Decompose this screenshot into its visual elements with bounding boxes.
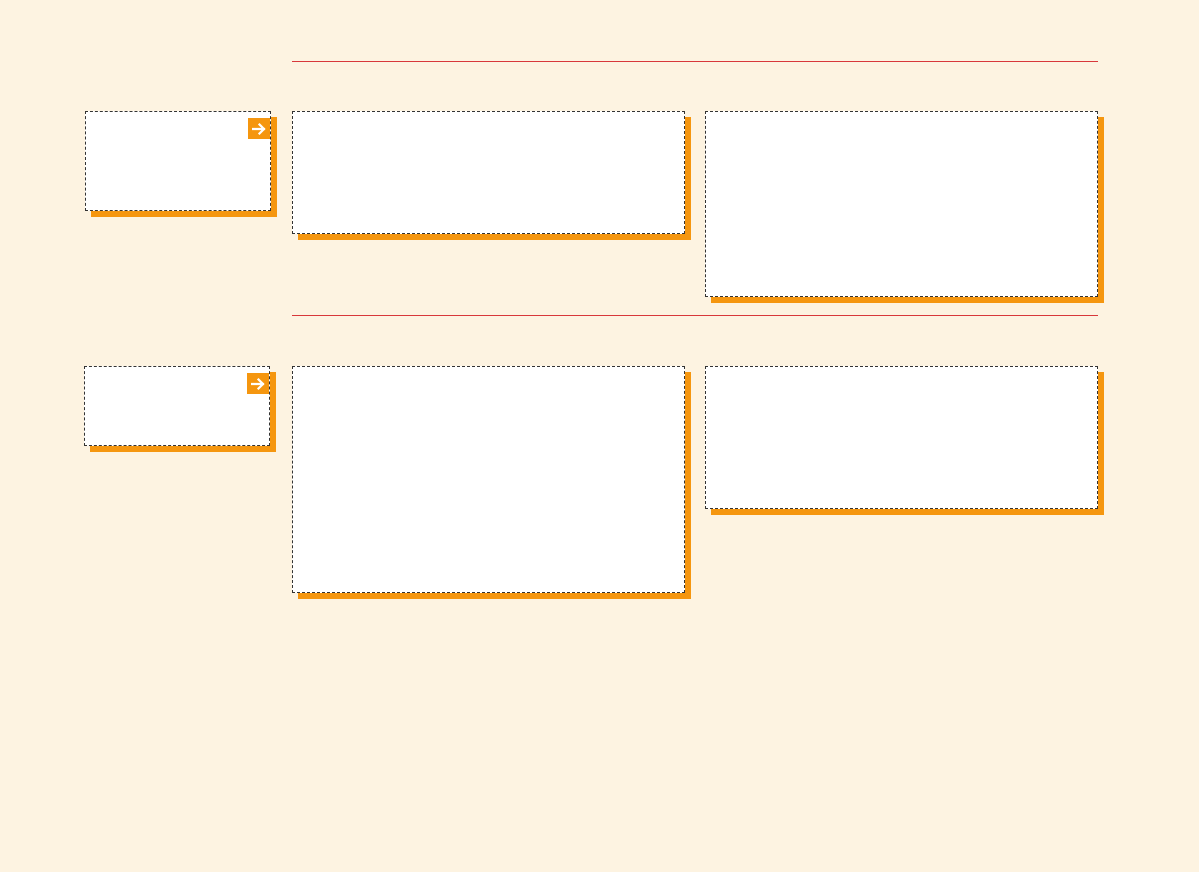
section-2-next-button[interactable] xyxy=(247,373,269,394)
section-1-next-button[interactable] xyxy=(248,118,270,139)
arrow-right-icon xyxy=(251,377,265,391)
section-1-divider xyxy=(292,61,1098,62)
section-2-content-card-right xyxy=(705,366,1098,509)
section-2-side-card xyxy=(84,366,270,446)
section-1-content-card-right xyxy=(705,111,1098,297)
section-1-side-card xyxy=(85,111,271,211)
section-2-content-card-left xyxy=(292,366,685,593)
arrow-right-icon xyxy=(252,122,266,136)
section-2-divider xyxy=(292,315,1098,316)
section-1-content-card-left xyxy=(292,111,685,234)
